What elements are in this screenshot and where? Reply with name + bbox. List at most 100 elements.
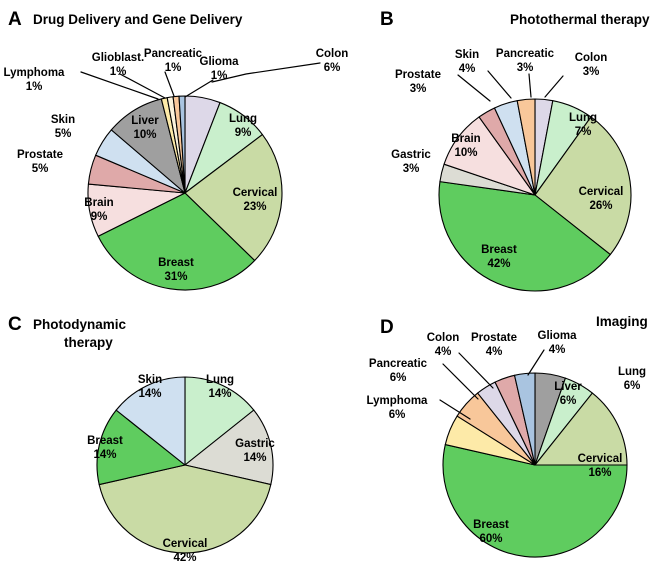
leader-line — [184, 79, 214, 98]
slice-label-value: 3% — [517, 62, 534, 74]
slice-label-value: 31% — [164, 271, 187, 283]
pie-slice[interactable] — [184, 376, 255, 466]
pie-slice[interactable] — [115, 376, 186, 466]
slice-label-value: 14% — [138, 388, 161, 400]
slice-label-name: Prostate — [395, 69, 441, 81]
panel-d-letter: D — [380, 317, 394, 338]
slice-label-value: 16% — [588, 467, 611, 479]
slice-label-value: 23% — [243, 201, 266, 213]
slice-label-name: Pancreatic — [144, 48, 203, 60]
panel-c: C Photodynamic therapy Lung14%Gastric14%… — [8, 314, 275, 564]
slice-label-name: Colon — [575, 52, 608, 64]
slice-label-name: Skin — [51, 114, 75, 126]
panel-d-title: Imaging — [596, 314, 648, 329]
slice-label-name: Breast — [481, 244, 517, 256]
slice-label-value: 6% — [389, 409, 406, 421]
slice-label-value: 3% — [403, 163, 420, 175]
slice-label-name: Breast — [87, 435, 123, 447]
slice-label-name: Skin — [455, 49, 479, 61]
leader-line — [439, 399, 471, 420]
slice-label-name: Lymphoma — [4, 67, 66, 79]
slice-label-name: Liver — [131, 115, 159, 127]
slice-label-value: 5% — [32, 163, 49, 175]
panel-a-title: Drug Delivery and Gene Delivery — [33, 12, 243, 27]
pie-slice[interactable] — [98, 464, 272, 554]
slice-label-name: Gastric — [391, 149, 431, 161]
slice-label-value: 14% — [93, 449, 116, 461]
panel-c-slice-labels: Lung 14% Gastric 14% Cervical 42% Breast 14% Ski… — [87, 374, 275, 564]
slice-label-value: 1% — [211, 70, 228, 82]
panel-d-slices — [442, 372, 628, 558]
slice-label-value: 4% — [549, 344, 566, 356]
slice-label-value: 42% — [173, 552, 196, 564]
panel-b-leader-lines — [457, 70, 564, 102]
slice-label-name: Brain — [451, 133, 480, 145]
panel-b-slice-labels: Colon3%Lung7%Cervical26%Breast42%Gastric… — [391, 48, 623, 270]
panel-d: D Imaging Liver6%Lung6%Cervical16%Breast… — [367, 314, 648, 558]
leader-line — [164, 71, 175, 97]
slice-label-value: 4% — [435, 346, 452, 358]
slice-label-value: 60% — [479, 533, 502, 545]
panel-d-leader-lines — [439, 349, 545, 420]
panel-d-slice-labels: Liver6%Lung6%Cervical16%Breast60%Lymphom… — [367, 330, 647, 545]
slice-label-value: 42% — [487, 258, 510, 270]
slice-label-name: Skin — [138, 374, 162, 386]
pie-slice[interactable] — [534, 116, 632, 256]
leader-line — [544, 75, 564, 98]
panel-b-slices — [438, 98, 632, 292]
slice-label-value: 4% — [486, 346, 503, 358]
slice-label-value: 4% — [459, 63, 476, 75]
leader-line — [458, 352, 494, 389]
pie-slice[interactable] — [534, 392, 628, 466]
leader-line — [442, 363, 479, 400]
panel-b: B Photothermal therapy Colon3%Lung7%Cerv… — [380, 9, 650, 292]
slice-label-name: Liver — [554, 381, 582, 393]
panel-b-title: Photothermal therapy — [510, 12, 650, 27]
panel-a-letter: A — [8, 9, 22, 30]
slice-label-value: 6% — [324, 62, 341, 74]
leader-line — [487, 70, 512, 99]
panel-c-title-line-1: Photodynamic — [33, 317, 127, 332]
slice-label-name: Gastric — [235, 438, 275, 450]
leader-line — [527, 349, 545, 376]
slice-label-value: 6% — [560, 395, 577, 407]
slice-label-value: 10% — [454, 147, 477, 159]
slice-label-name: Cervical — [578, 453, 623, 465]
pie-slice[interactable] — [178, 95, 186, 194]
slice-label-name: Lung — [206, 374, 234, 386]
pie-slice[interactable] — [184, 133, 283, 262]
pie-slice[interactable] — [96, 409, 186, 486]
panel-a-slices — [87, 95, 283, 291]
slice-label-value: 1% — [26, 81, 43, 93]
panel-a-leader-lines — [80, 62, 321, 100]
panel-a-slice-labels: Colon6%Lung9%Cervical23%Breast31%Brain9%… — [4, 48, 349, 283]
pie-slice[interactable] — [442, 443, 628, 558]
slice-label-name: Cervical — [163, 538, 208, 550]
slice-label-name: Brain — [84, 197, 113, 209]
pie-slice[interactable] — [184, 409, 274, 486]
panel-c-slices — [96, 376, 274, 554]
slice-label-name: Lymphoma — [367, 395, 429, 407]
slice-label-value: 1% — [165, 62, 182, 74]
slice-label-value: 14% — [208, 388, 231, 400]
slice-label-value: 1% — [110, 66, 127, 78]
leader-line — [457, 74, 491, 102]
slice-label-value: 14% — [243, 452, 266, 464]
pie-slice[interactable] — [513, 372, 536, 466]
slice-label-name: Pancreatic — [369, 358, 428, 370]
leader-line — [211, 62, 321, 83]
pie-slice[interactable] — [438, 181, 611, 292]
pie-slice[interactable] — [516, 98, 536, 196]
leader-line — [119, 73, 166, 99]
slice-label-name: Glioblast. — [92, 52, 144, 64]
slice-label-name: Glioma — [200, 56, 240, 68]
leader-line — [80, 71, 159, 100]
slice-label-name: Lung — [618, 366, 646, 378]
slice-label-value: 3% — [410, 83, 427, 95]
slice-label-name: Colon — [427, 332, 460, 344]
slice-label-value: 9% — [91, 211, 108, 223]
panel-a: A Drug Delivery and Gene Delivery Colon6… — [4, 9, 348, 291]
slice-label-name: Glioma — [538, 330, 578, 342]
slice-label-name: Breast — [158, 257, 194, 269]
